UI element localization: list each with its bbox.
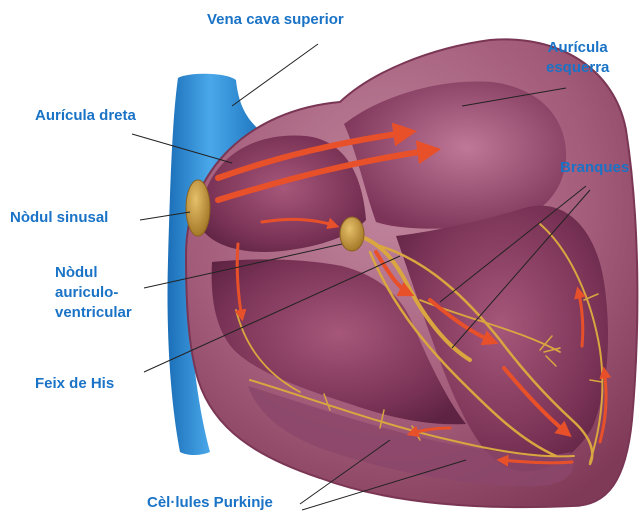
av-node-shape: [340, 217, 364, 251]
label-feix-de-his: Feix de His: [35, 374, 114, 394]
label-auricula-dreta: Aurícula dreta: [35, 106, 136, 126]
label-nodul-sinusal: Nòdul sinusal: [10, 208, 108, 228]
label-branques: Branques: [560, 158, 629, 178]
sinus-node-shape: [186, 180, 210, 236]
label-cellules-purkinje: Cèl·lules Purkinje: [147, 493, 273, 513]
label-vena-cava-superior: Vena cava superior: [207, 10, 344, 30]
label-auricula-esquerra: Aurícula esquerra: [546, 38, 609, 78]
leader-vena-cava: [232, 44, 318, 106]
label-nodul-auriculoventricular: Nòdul auriculo- ventricular: [55, 263, 132, 323]
